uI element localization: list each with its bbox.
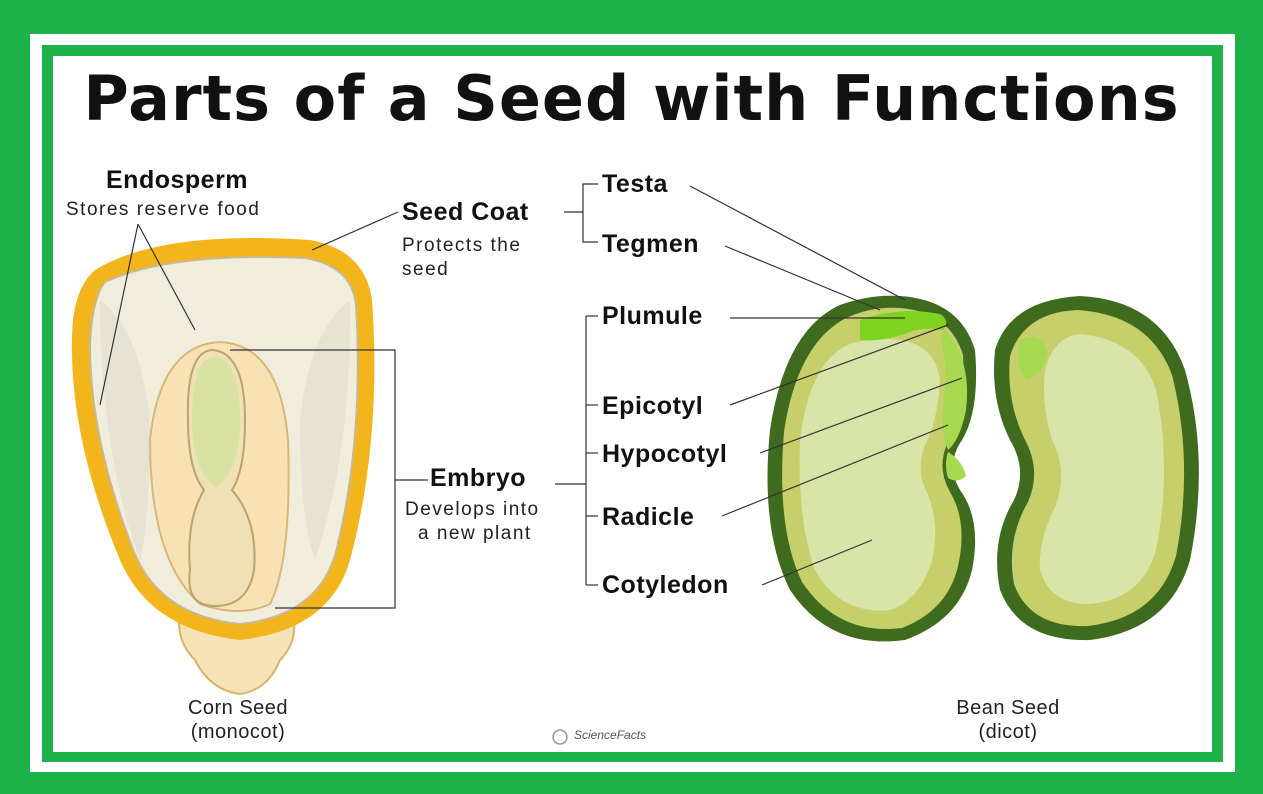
desc-embryo-2: a new plant bbox=[418, 522, 532, 546]
desc-seed-coat-1: Protects the bbox=[402, 234, 521, 258]
label-tegmen: Tegmen bbox=[602, 230, 699, 259]
label-seed-coat: Seed Coat bbox=[402, 198, 529, 227]
label-cotyledon: Cotyledon bbox=[602, 571, 729, 600]
page-title: Parts of a Seed with Functions bbox=[0, 62, 1263, 135]
desc-seed-coat-2: seed bbox=[402, 258, 449, 282]
label-testa: Testa bbox=[602, 170, 668, 199]
label-embryo: Embryo bbox=[430, 464, 526, 493]
label-radicle: Radicle bbox=[602, 503, 694, 532]
label-epicotyl: Epicotyl bbox=[602, 392, 703, 421]
label-hypocotyl: Hypocotyl bbox=[602, 440, 727, 469]
desc-embryo-1: Develops into bbox=[405, 498, 540, 522]
bean-left-cotyledon bbox=[800, 339, 940, 611]
label-plumule: Plumule bbox=[602, 302, 703, 331]
caption-corn-seed: Corn Seed (monocot) bbox=[158, 696, 318, 744]
caption-corn-name: Corn Seed bbox=[158, 696, 318, 720]
label-endosperm: Endosperm bbox=[106, 166, 248, 195]
desc-endosperm: Stores reserve food bbox=[66, 198, 260, 222]
caption-bean-name: Bean Seed bbox=[928, 696, 1088, 720]
caption-bean-type: (dicot) bbox=[928, 720, 1088, 744]
caption-corn-type: (monocot) bbox=[158, 720, 318, 744]
logo-text: ScienceFacts bbox=[574, 728, 646, 742]
caption-bean-seed: Bean Seed (dicot) bbox=[928, 696, 1088, 744]
